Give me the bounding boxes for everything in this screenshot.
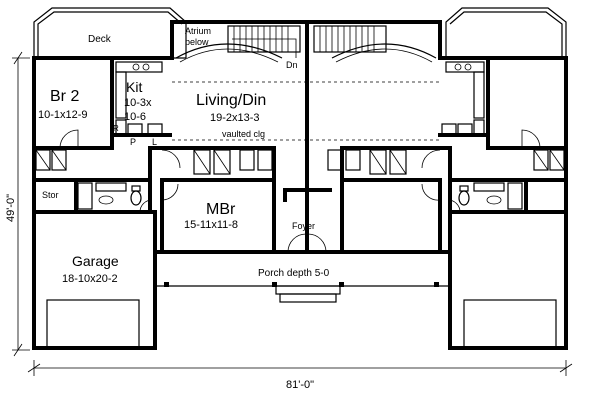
living-label: Living/Din — [196, 92, 266, 109]
closets-right — [327, 149, 565, 175]
width-dimension — [27, 360, 573, 376]
door-swings — [59, 129, 541, 253]
kitchen-size-2: 10-6 — [124, 111, 146, 123]
mbr-label: MBr — [206, 201, 236, 218]
width-dimension-label: 81'-0" — [286, 379, 314, 391]
mbr-size: 15-11x11-8 — [184, 219, 238, 231]
living-size: 19-2x13-3 — [210, 112, 260, 124]
atrium-below-label: below — [185, 37, 209, 47]
kitchen-size-1: 10-3x — [124, 97, 152, 109]
atrium-railing — [175, 43, 437, 63]
br2-size: 10-1x12-9 — [38, 109, 88, 121]
porch — [155, 282, 450, 303]
interior-walls-left — [32, 56, 309, 254]
stairs-down-label: Dn — [286, 60, 298, 70]
garage-door-left — [46, 299, 140, 349]
stairs-left — [227, 25, 301, 58]
deck-label: Deck — [88, 34, 112, 45]
kitchen-right — [441, 61, 485, 136]
pantry-label: P — [130, 137, 136, 147]
kitchen-left — [115, 61, 163, 136]
vaulted-ceiling-lines — [172, 81, 440, 141]
br2-label: Br 2 — [50, 88, 79, 105]
bath-left — [77, 182, 142, 210]
porch-label: Porch depth 5-0 — [258, 268, 330, 279]
closets-left — [35, 149, 273, 175]
height-dimension-label: 49'-0" — [5, 194, 17, 222]
atrium-label: Atrium — [185, 26, 211, 36]
garage-label: Garage — [72, 253, 119, 269]
foyer-label: Foyer — [292, 221, 315, 231]
garage-size: 18-10x20-2 — [62, 273, 118, 285]
height-dimension — [12, 51, 30, 357]
refrigerator-label: R — [113, 124, 119, 133]
living-note: vaulted clg — [222, 129, 265, 139]
linen-label: L — [152, 137, 157, 147]
stor-label: Stor — [42, 190, 59, 200]
bath-right — [458, 182, 523, 210]
kitchen-label: Kit — [126, 79, 142, 95]
garage-door-right — [463, 299, 557, 349]
stairs-right — [313, 25, 387, 53]
